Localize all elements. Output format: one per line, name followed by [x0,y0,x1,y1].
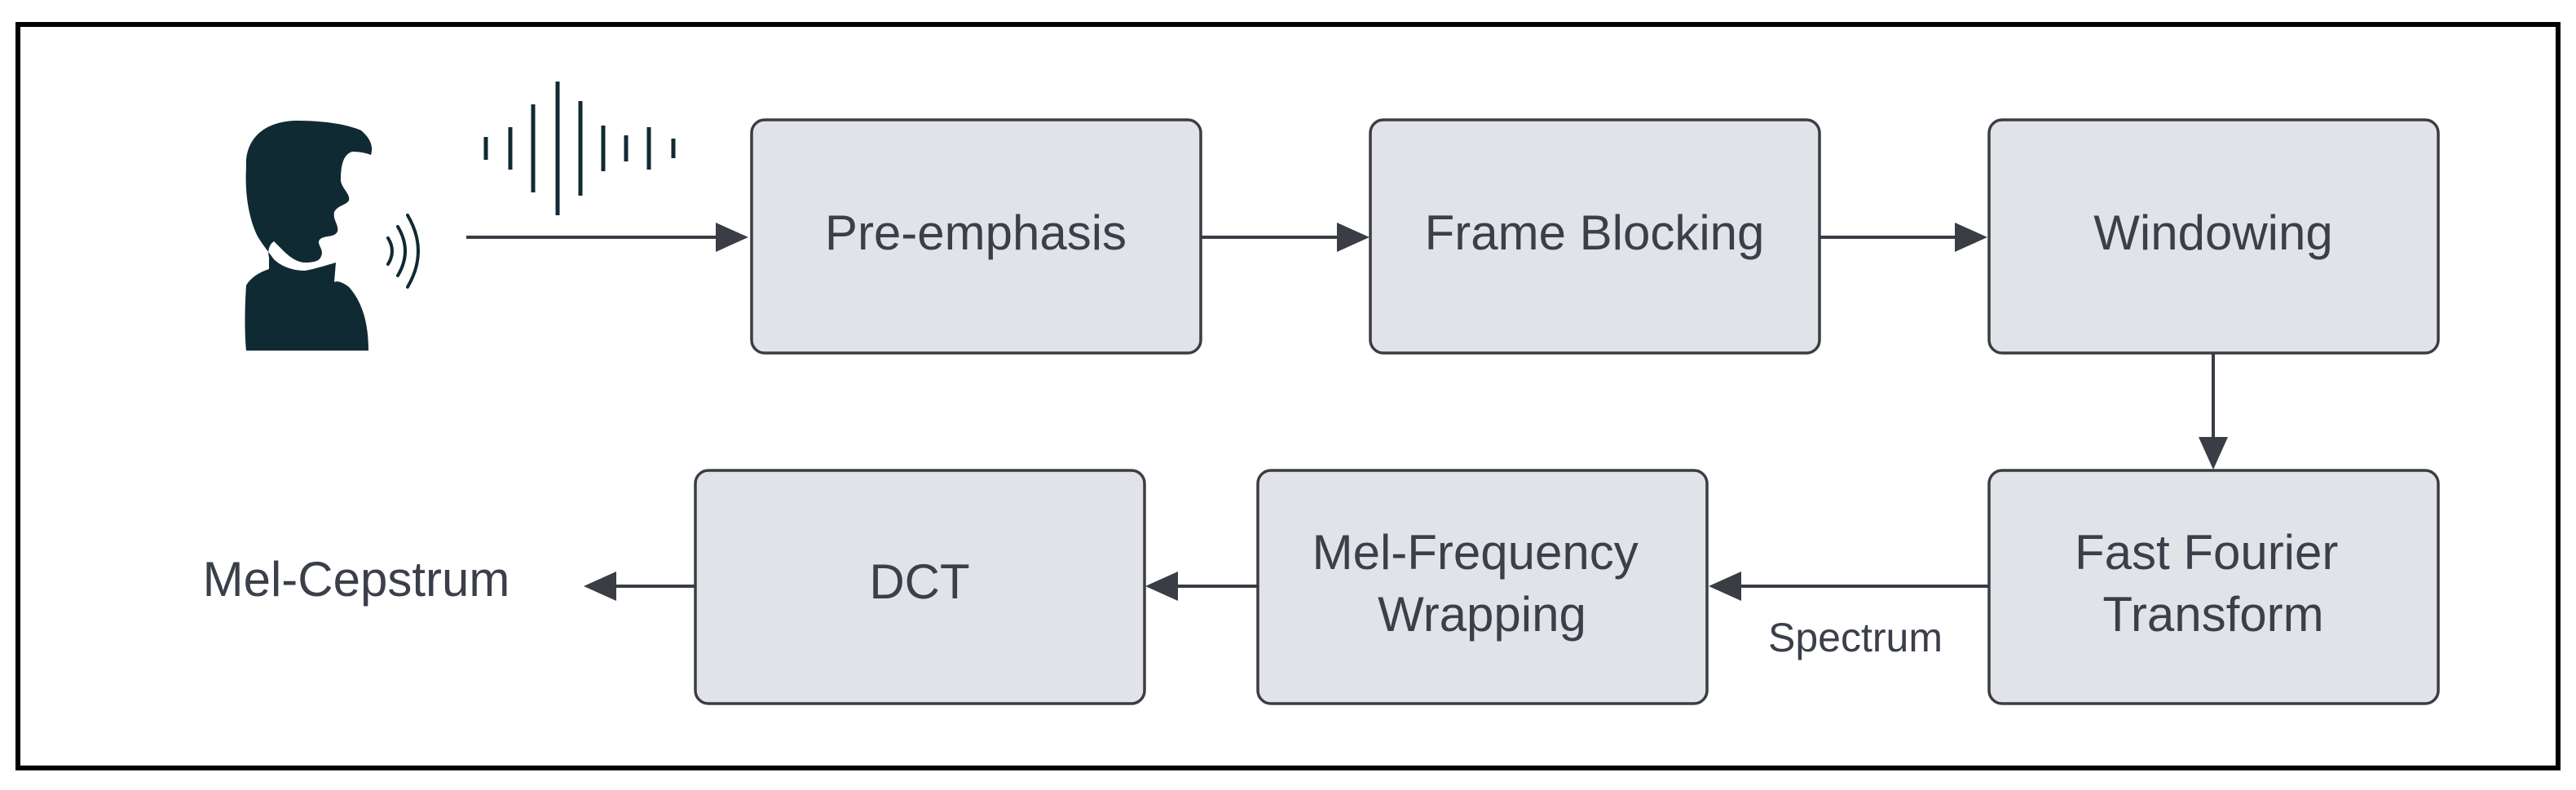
node-label-line-1: Fast Fourier [2075,525,2338,580]
edge-mel-wrapping-to-dct [1145,572,1258,601]
node-label-line-2: Wrapping [1378,587,1586,642]
edge-input-to-pre-emphasis [466,223,748,252]
edge-pre-emphasis-to-frame-blocking [1201,223,1370,252]
svg-text:Pre-emphasis: Pre-emphasis [825,205,1127,260]
sound-wave-icon [483,82,676,215]
node-label: Windowing [2093,205,2332,260]
svg-text:Fast Fourier Transform: Fast Fourier Transform [2075,525,2352,642]
node-pre-emphasis: Pre-emphasis [750,118,1202,355]
svg-text:Frame Blocking: Frame Blocking [1425,205,1765,260]
node-label: Pre-emphasis [825,205,1127,260]
edge-label-spectrum: Spectrum [1768,615,1943,660]
node-fast-fourier-transform: Fast Fourier Transform [1987,469,2440,705]
speaking-person-icon [245,121,420,351]
output-label-mel-cepstrum: Mel-Cepstrum [203,552,510,607]
node-mel-frequency-wrapping: Mel-Frequency Wrapping [1256,469,1709,705]
edge-frame-blocking-to-windowing [1820,223,1987,252]
node-frame-blocking: Frame Blocking [1369,118,1821,355]
svg-text:Windowing: Windowing [2093,205,2332,260]
node-label: DCT [869,554,969,609]
svg-text:Mel-Frequency Wrapping: Mel-Frequency Wrapping [1312,525,1652,642]
node-label-line-1: Mel-Frequency [1312,525,1639,580]
svg-text:DCT: DCT [869,554,969,609]
node-dct: DCT [694,469,1146,705]
node-label-line-2: Transform [2102,587,2323,642]
edge-dct-to-output [584,572,695,601]
edge-fft-to-mel-wrapping: Spectrum [1709,572,1989,660]
node-windowing: Windowing [1987,118,2440,355]
edge-windowing-to-fft [2199,353,2228,470]
node-label: Frame Blocking [1425,205,1765,260]
